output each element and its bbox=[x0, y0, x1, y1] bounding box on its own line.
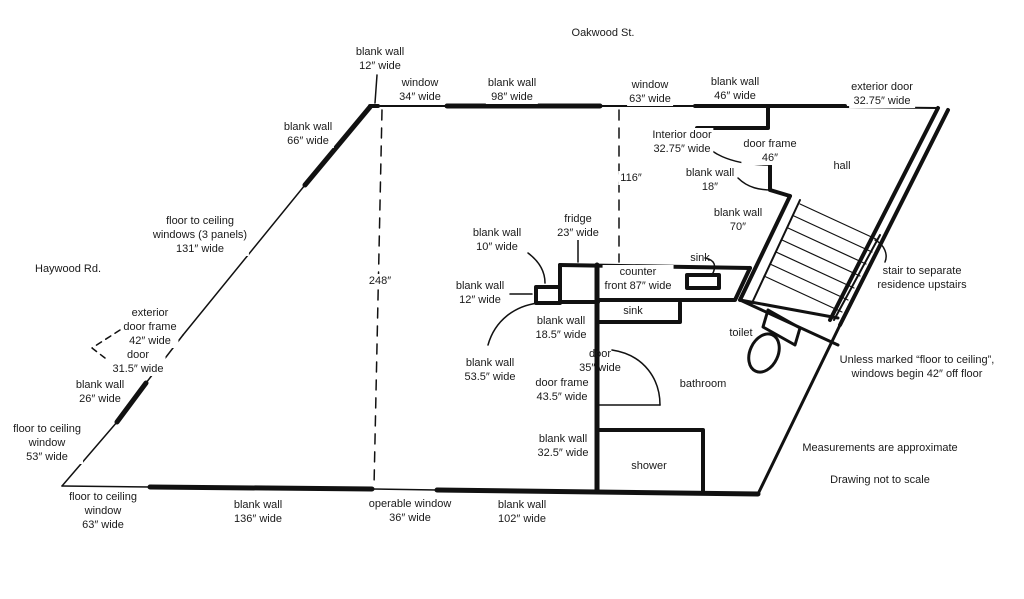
stair bbox=[738, 194, 881, 321]
wall-left-blank-26 bbox=[114, 380, 149, 425]
room-label-shower: shower bbox=[629, 459, 669, 473]
dim-label-116: 116″ bbox=[618, 171, 644, 185]
note-windows: Unless marked “floor to ceiling”,windows… bbox=[837, 353, 997, 381]
street-label-left: Haywood Rd. bbox=[33, 262, 104, 276]
left-door-swing bbox=[91, 329, 121, 359]
kitchen-stub-wall bbox=[534, 285, 562, 305]
note-not-to-scale: Drawing not to scale bbox=[828, 473, 932, 487]
wall-bottom-blank-136 bbox=[147, 484, 375, 492]
room-label-hall: hall bbox=[831, 159, 853, 173]
wall-right-stair-outer bbox=[838, 108, 950, 327]
room-label-bathroom: bathroom bbox=[677, 377, 729, 391]
dim-label-248: 248″ bbox=[366, 274, 394, 288]
arrow-blank-wall-12-top bbox=[374, 74, 378, 104]
toilet bbox=[738, 298, 840, 374]
arrow-blank-wall-18 bbox=[737, 177, 773, 191]
wall-left-window-53 bbox=[61, 421, 118, 487]
note-approximate: Measurements are approximate bbox=[800, 441, 960, 455]
interior-door-wall bbox=[695, 104, 770, 130]
room-label-sink-counter: sink bbox=[690, 252, 710, 264]
dim-line-248 bbox=[373, 109, 383, 488]
wall-bottom-operable-window bbox=[371, 488, 438, 491]
room-label-toilet: toilet bbox=[727, 326, 755, 340]
wall-bottom-window-63 bbox=[61, 485, 151, 488]
wall-right-lower bbox=[756, 323, 842, 496]
counter-sink bbox=[685, 273, 721, 290]
arrow-blank-wall-10 bbox=[527, 252, 546, 284]
blank-wall-18 bbox=[768, 163, 792, 198]
street-label-top: Oakwood St. bbox=[569, 26, 637, 40]
bath-door-swing bbox=[611, 349, 661, 406]
room-label-sink-bath: sink bbox=[621, 304, 645, 318]
stair-pointer bbox=[874, 239, 887, 263]
wall-left-blank-66 bbox=[302, 104, 373, 188]
wall-left-windows-131 bbox=[182, 184, 306, 336]
arrow-blank-wall-53 bbox=[487, 302, 539, 346]
shower-walls bbox=[598, 428, 705, 494]
